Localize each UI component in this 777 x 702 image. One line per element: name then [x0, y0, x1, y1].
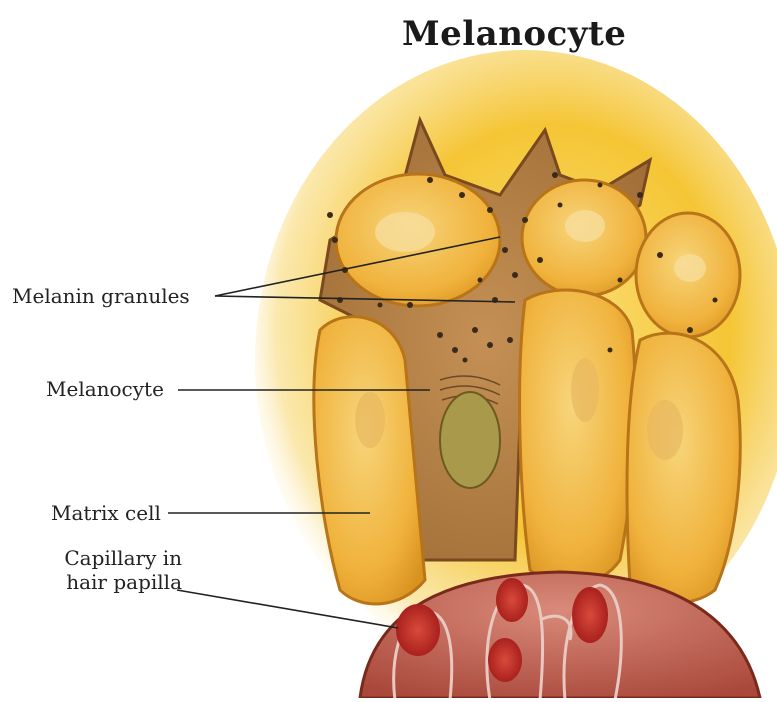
red-blood-cell — [488, 638, 522, 682]
matrix-cell-left-nucleus — [355, 392, 385, 448]
label-capillary: Capillary in hair papilla — [42, 546, 182, 594]
red-blood-cell — [496, 578, 528, 622]
upper-middle-nucleus — [565, 210, 605, 242]
red-blood-cell — [396, 604, 440, 656]
matrix-cell-right — [627, 333, 740, 603]
upper-right-nucleus — [674, 254, 706, 282]
label-matrix-cell: Matrix cell — [51, 501, 161, 525]
upper-left-nucleus — [375, 212, 435, 252]
diagram-title: Melanocyte — [0, 14, 777, 54]
melanocyte-nucleus — [440, 392, 500, 488]
matrix-cell-middle-right-nucleus — [571, 358, 599, 422]
matrix-cell-middle-right — [520, 290, 636, 584]
label-melanin-granules: Melanin granules — [12, 284, 190, 308]
label-melanocyte: Melanocyte — [46, 377, 164, 401]
label-capillary-line1: Capillary in — [42, 546, 182, 570]
label-capillary-line2: hair papilla — [42, 570, 182, 594]
red-blood-cell — [572, 587, 608, 643]
matrix-cell-right-nucleus — [647, 400, 683, 460]
